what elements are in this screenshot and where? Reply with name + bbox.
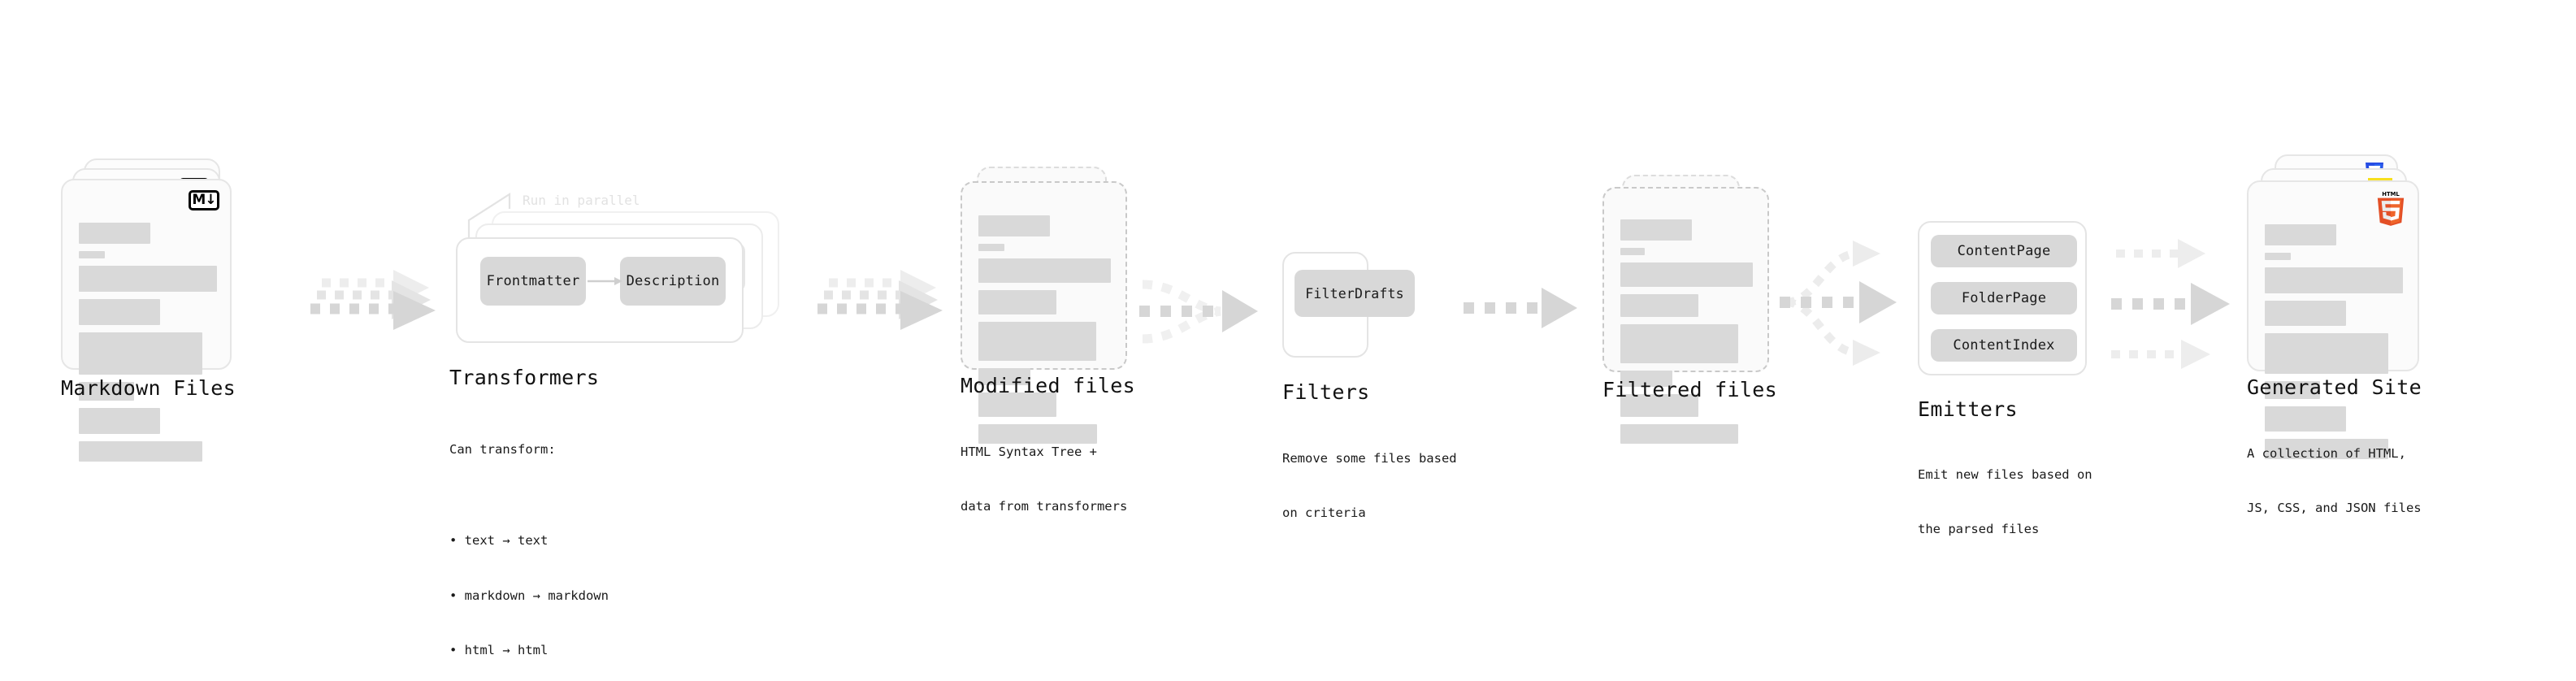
stage-caption: HTML Syntax Tree + data from transformer… bbox=[961, 406, 1127, 553]
stage-title: Filters bbox=[1282, 380, 1370, 404]
stage-title: Transformers bbox=[449, 366, 600, 389]
single-arrow-icon bbox=[1464, 288, 1577, 328]
arrow-icon bbox=[588, 277, 622, 285]
emitters-panel: ContentPage FolderPage ContentIndex bbox=[1918, 221, 2087, 375]
list-item: • html → html bbox=[449, 643, 549, 658]
modified-file-stack bbox=[961, 167, 1139, 444]
document-skeleton bbox=[79, 223, 217, 469]
transform-list: • text → text • markdown → markdown • ht… bbox=[449, 495, 609, 681]
stage-caption: A collection of HTML, JS, CSS, and JSON … bbox=[2247, 408, 2422, 554]
filters-panel: FilterDrafts bbox=[1282, 252, 1415, 358]
stage-title: Modified files bbox=[961, 374, 1135, 397]
document-skeleton bbox=[1620, 219, 1753, 451]
triple-arrow-icon bbox=[817, 270, 943, 330]
skeleton-bar bbox=[2265, 253, 2291, 260]
caption-line: data from transformers bbox=[961, 499, 1128, 514]
caption-line: Emit new files based on bbox=[1918, 466, 2092, 482]
skeleton-bar bbox=[1620, 324, 1738, 363]
skeleton-bar bbox=[1620, 294, 1698, 317]
skeleton-bar bbox=[1620, 219, 1692, 241]
connector-modified-to-filters bbox=[1134, 264, 1289, 370]
skeleton-bar bbox=[2265, 381, 2320, 399]
html5-icon-wordmark: HTML bbox=[2382, 191, 2400, 197]
skeleton-bar bbox=[1620, 424, 1738, 444]
skeleton-bar bbox=[2265, 224, 2336, 245]
emitter-chip-contentindex[interactable]: ContentIndex bbox=[1931, 329, 2077, 362]
stage-caption: Can transform: • text → text • markdown … bbox=[449, 404, 609, 681]
run-in-parallel-note: Run in parallel bbox=[523, 193, 640, 208]
skeleton-bar bbox=[978, 424, 1097, 444]
document-skeleton bbox=[978, 215, 1111, 451]
stage-title: Emitters bbox=[1918, 397, 2018, 421]
converging-arrow-icon bbox=[1139, 280, 1258, 344]
caption-line: on criteria bbox=[1282, 505, 1366, 521]
transformer-chip-frontmatter[interactable]: Frontmatter bbox=[480, 257, 586, 306]
skeleton-bar bbox=[2265, 439, 2388, 459]
skeleton-bar bbox=[2265, 406, 2346, 432]
skeleton-bar bbox=[79, 382, 134, 401]
skeleton-bar bbox=[1620, 262, 1753, 287]
stage-caption: Emit new files based on the parsed files bbox=[1918, 429, 2092, 575]
emitter-chip-contentpage[interactable]: ContentPage bbox=[1931, 235, 2077, 267]
document-card-front bbox=[1602, 187, 1769, 444]
connector-emitters-to-site bbox=[2110, 237, 2264, 392]
skeleton-bar bbox=[79, 408, 160, 434]
skeleton-bar bbox=[79, 332, 202, 375]
connector-filters-to-filtered bbox=[1459, 286, 1605, 351]
skeleton-bar bbox=[2265, 267, 2403, 293]
triple-arrow-icon bbox=[310, 270, 436, 330]
skeleton-bar bbox=[1620, 371, 1672, 387]
caption-line: A collection of HTML, bbox=[2247, 445, 2406, 461]
document-skeleton bbox=[2265, 224, 2403, 466]
generated-file-stack: HTML bbox=[2247, 154, 2434, 459]
connector-transformers-to-modified bbox=[814, 268, 977, 349]
skeleton-bar bbox=[79, 441, 202, 462]
skeleton-bar bbox=[978, 393, 1056, 417]
transformer-panel-front: Frontmatter Description bbox=[456, 237, 744, 343]
parallel-leader-line-icon bbox=[467, 192, 511, 238]
list-item: • markdown → markdown bbox=[449, 588, 609, 603]
caption-line: the parsed files bbox=[1918, 522, 2040, 537]
triple-arrow-icon bbox=[2111, 239, 2230, 369]
skeleton-bar bbox=[978, 244, 1004, 251]
stage-caption: Remove some files based on criteria bbox=[1282, 413, 1457, 559]
document-card-front: HTML bbox=[2247, 180, 2419, 459]
transformer-chip-description[interactable]: Description bbox=[620, 257, 726, 306]
skeleton-bar bbox=[2265, 333, 2388, 374]
document-card-front bbox=[961, 181, 1127, 444]
filter-chip-filterdrafts[interactable]: FilterDrafts bbox=[1295, 270, 1415, 317]
connector-markdown-to-transformers bbox=[307, 268, 470, 349]
markdown-icon-letter: M bbox=[192, 192, 206, 208]
skeleton-bar bbox=[1620, 394, 1698, 417]
caption-line: HTML Syntax Tree + bbox=[961, 444, 1097, 459]
caption-heading: Can transform: bbox=[449, 441, 556, 457]
skeleton-bar bbox=[978, 322, 1096, 361]
stage-title: Markdown Files bbox=[61, 376, 236, 400]
connector-filtered-to-emitters bbox=[1778, 236, 1941, 390]
skeleton-bar bbox=[79, 223, 150, 244]
skeleton-bar bbox=[79, 251, 105, 258]
emitter-chip-folderpage[interactable]: FolderPage bbox=[1931, 282, 2077, 314]
stage-title: Generated Site bbox=[2247, 375, 2422, 399]
skeleton-bar bbox=[79, 266, 217, 292]
list-item: • text → text bbox=[449, 533, 549, 549]
filtered-file-stack bbox=[1602, 175, 1781, 444]
skeleton-bar bbox=[978, 215, 1050, 236]
markdown-icon: M↓ bbox=[189, 190, 219, 210]
stage-title: Filtered files bbox=[1602, 378, 1777, 401]
document-card-front: M↓ bbox=[61, 179, 232, 462]
diverging-arrow-icon bbox=[1780, 241, 1897, 366]
markdown-icon-arrow: ↓ bbox=[205, 192, 216, 208]
caption-line: JS, CSS, and JSON files bbox=[2247, 501, 2422, 516]
skeleton-bar bbox=[978, 368, 1030, 385]
skeleton-bar bbox=[978, 258, 1111, 283]
skeleton-bar bbox=[2265, 301, 2346, 326]
html5-icon: HTML bbox=[2377, 191, 2405, 226]
markdown-file-stack: M↓ M↓ M↓ bbox=[61, 158, 240, 462]
skeleton-bar bbox=[978, 290, 1056, 314]
caption-line: Remove some files based bbox=[1282, 450, 1457, 466]
skeleton-bar bbox=[1620, 248, 1645, 255]
skeleton-bar bbox=[79, 299, 160, 325]
